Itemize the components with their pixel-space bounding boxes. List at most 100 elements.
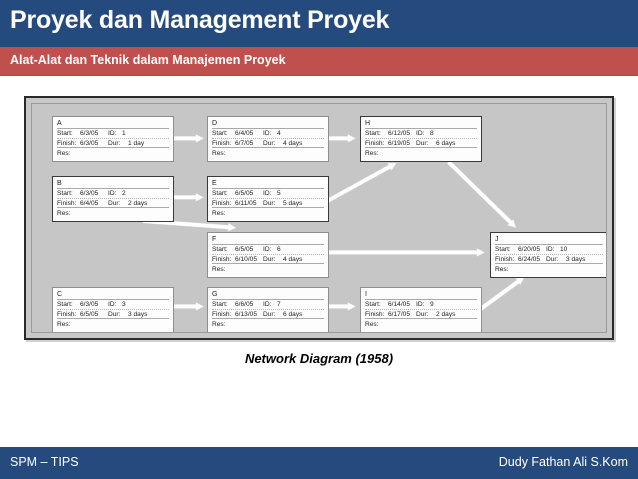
res-label: Res: xyxy=(212,150,226,158)
id-label: ID: xyxy=(546,246,555,253)
task-name: F xyxy=(212,236,324,245)
task-name: E xyxy=(212,180,324,189)
title-bar: Proyek dan Management Proyek xyxy=(0,0,638,47)
arrow-b-to-e xyxy=(172,192,205,202)
task-name: J xyxy=(495,236,603,245)
finish-label: Finish: xyxy=(212,139,232,147)
finish-value: 6/3/05 xyxy=(80,139,99,147)
start-value: 6/14/05 xyxy=(388,301,410,308)
start-value: 6/5/05 xyxy=(235,190,254,197)
res-label: Res: xyxy=(365,321,379,329)
dur-label: Dur: xyxy=(263,255,276,263)
finish-value: 6/13/05 xyxy=(235,310,257,318)
dur-label: Dur: xyxy=(108,199,121,207)
start-value: 6/12/05 xyxy=(388,130,410,137)
arrow-a-to-d xyxy=(172,133,205,143)
start-label: Start: xyxy=(212,301,228,308)
id-value: 2 xyxy=(122,190,126,197)
diagram-caption: Network Diagram (1958) xyxy=(244,351,394,366)
id-value: 6 xyxy=(277,246,281,253)
id-label: ID: xyxy=(108,130,117,137)
id-label: ID: xyxy=(416,130,425,137)
finish-label: Finish: xyxy=(57,139,77,147)
dur-label: Dur: xyxy=(263,199,276,207)
arrow-d-to-h xyxy=(326,133,357,143)
arrow-c-to-g xyxy=(172,301,205,311)
dur-label: Dur: xyxy=(108,139,121,147)
id-label: ID: xyxy=(263,246,272,253)
finish-value: 6/24/05 xyxy=(518,255,540,263)
id-value: 8 xyxy=(430,130,434,137)
start-label: Start: xyxy=(212,190,228,197)
finish-label: Finish: xyxy=(57,310,77,318)
dur-value: 4 days xyxy=(283,139,303,147)
res-label: Res: xyxy=(495,266,509,274)
task-name: B xyxy=(57,180,169,189)
dur-value: 6 days xyxy=(283,310,303,318)
start-value: 6/3/05 xyxy=(80,301,99,308)
dur-value: 2 days xyxy=(436,310,456,318)
footer-bar: SPM – TIPS Dudy Fathan Ali S.Kom xyxy=(0,447,638,479)
start-label: Start: xyxy=(365,130,381,137)
start-value: 6/6/05 xyxy=(235,301,254,308)
finish-label: Finish: xyxy=(365,310,385,318)
finish-value: 6/19/05 xyxy=(388,139,410,147)
res-label: Res: xyxy=(212,321,226,329)
dur-value: 5 days xyxy=(283,199,303,207)
arrow-f-to-j xyxy=(326,247,486,257)
dur-value: 4 days xyxy=(283,255,303,263)
start-label: Start: xyxy=(365,301,381,308)
dur-label: Dur: xyxy=(416,310,429,318)
id-label: ID: xyxy=(263,190,272,197)
finish-value: 6/7/05 xyxy=(235,139,254,147)
task-name: A xyxy=(57,120,169,129)
finish-label: Finish: xyxy=(365,139,385,147)
dur-value: 2 days xyxy=(128,199,148,207)
dur-label: Dur: xyxy=(263,310,276,318)
start-label: Start: xyxy=(495,246,511,253)
id-label: ID: xyxy=(416,301,425,308)
task-name: C xyxy=(57,291,169,300)
task-name: G xyxy=(212,291,324,300)
id-value: 7 xyxy=(277,301,281,308)
finish-label: Finish: xyxy=(212,255,232,263)
arrow-g-to-i xyxy=(326,301,357,311)
footer-left-text: SPM – TIPS xyxy=(10,455,79,469)
id-value: 9 xyxy=(430,301,434,308)
dur-label: Dur: xyxy=(416,139,429,147)
id-label: ID: xyxy=(263,130,272,137)
arrow-e-to-h xyxy=(325,162,397,204)
task-name: D xyxy=(212,120,324,129)
subtitle-bar: Alat-Alat dan Teknik dalam Manajemen Pro… xyxy=(0,47,638,76)
start-value: 6/20/05 xyxy=(518,246,540,253)
id-value: 10 xyxy=(560,246,568,253)
dur-value: 6 days xyxy=(436,139,456,147)
start-value: 6/3/05 xyxy=(80,190,99,197)
finish-label: Finish: xyxy=(57,199,77,207)
arrow-i-to-j xyxy=(477,276,525,313)
task-name: I xyxy=(365,291,477,300)
finish-label: Finish: xyxy=(495,255,515,263)
finish-label: Finish: xyxy=(212,310,232,318)
id-value: 5 xyxy=(277,190,281,197)
page-title: Proyek dan Management Proyek xyxy=(10,6,390,34)
res-label: Res: xyxy=(212,210,226,218)
finish-value: 6/17/05 xyxy=(388,310,410,318)
finish-value: 6/5/05 xyxy=(80,310,99,318)
res-label: Res: xyxy=(57,150,71,158)
arrow-h-to-j xyxy=(446,160,517,229)
